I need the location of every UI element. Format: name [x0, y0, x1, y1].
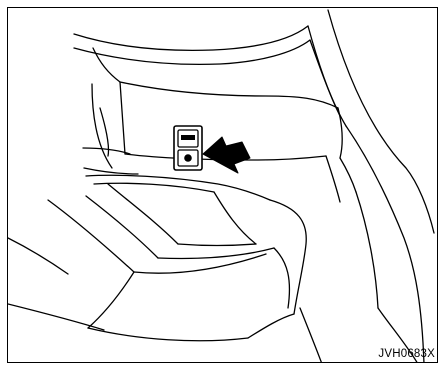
lower-console-outline: [8, 238, 104, 330]
figure-code: JVH0683X: [378, 348, 435, 360]
usb-aux-jack-icon: [174, 126, 202, 170]
storage-tray: [86, 175, 274, 258]
console-illustration: [8, 8, 438, 363]
arrow-pointing-left-icon: [203, 137, 250, 173]
center-stack-left: [83, 84, 138, 174]
seat-outline-right: [300, 126, 424, 363]
figure-frame: JVH0683X: [7, 7, 438, 363]
center-console-lid: [48, 200, 306, 341]
